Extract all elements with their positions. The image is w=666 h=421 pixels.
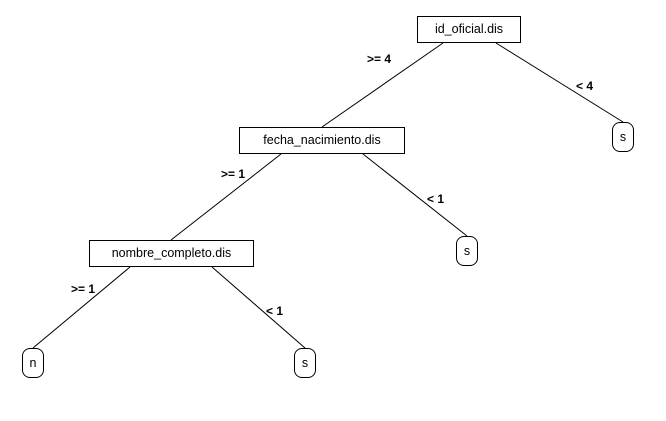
tree-edge: [362, 153, 468, 237]
decision-node-root[interactable]: id_oficial.dis: [417, 16, 521, 43]
leaf-node-leaf3[interactable]: n: [22, 348, 44, 378]
edge-label: < 4: [576, 79, 594, 93]
edge-label: >= 1: [71, 282, 96, 296]
decision-node-fecha[interactable]: fecha_nacimiento.dis: [239, 127, 405, 154]
edge-label: >= 4: [367, 52, 392, 66]
tree-edge: [321, 42, 444, 128]
tree-edge: [495, 42, 624, 123]
tree-edge: [32, 266, 131, 349]
tree-edge: [211, 266, 306, 349]
tree-edge: [170, 153, 282, 241]
edge-label: < 1: [266, 304, 284, 318]
edge-label: >= 1: [221, 167, 246, 181]
leaf-node-leaf4[interactable]: s: [294, 348, 316, 378]
edge-label: < 1: [427, 192, 445, 206]
leaf-node-leaf1[interactable]: s: [612, 122, 634, 152]
decision-node-nombre[interactable]: nombre_completo.dis: [89, 240, 254, 267]
leaf-node-leaf2[interactable]: s: [456, 236, 478, 266]
